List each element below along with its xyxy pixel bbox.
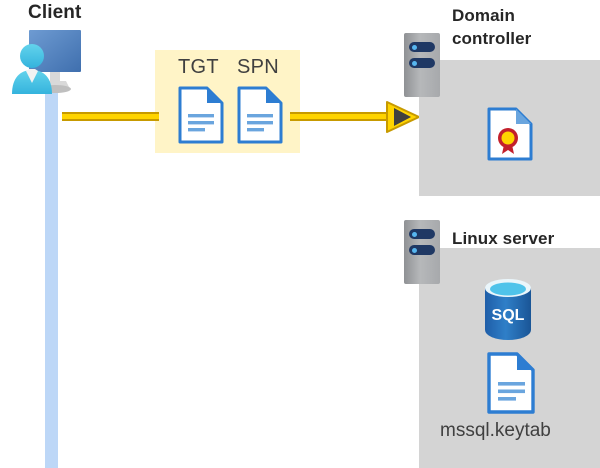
client-lifeline <box>45 88 58 468</box>
server-slot-icon <box>409 229 435 239</box>
linux-server-label: Linux server <box>452 229 555 248</box>
user-at-computer-icon <box>6 26 102 98</box>
spn-label: SPN <box>237 56 280 78</box>
arrow-head-icon <box>386 101 420 133</box>
certificate-document-icon <box>487 107 533 165</box>
client-label: Client <box>28 2 82 23</box>
document-icon <box>237 86 283 144</box>
server-tower-icon <box>404 220 440 284</box>
sql-database-icon: SQL <box>483 278 533 340</box>
tgt-label: TGT <box>178 56 219 78</box>
server-slot-icon <box>409 42 435 52</box>
server-slot-icon <box>409 58 435 68</box>
keytab-file-caption: mssql.keytab <box>440 420 551 441</box>
arrow-line-segment-left <box>62 112 159 121</box>
dc-label-line1: Domain <box>452 6 515 25</box>
dc-label-line2: controller <box>452 29 532 48</box>
domain-controller-label: Domain controller <box>452 4 592 50</box>
arrow-line-segment-right <box>290 112 390 121</box>
sql-text: SQL <box>492 307 525 324</box>
document-icon <box>487 352 535 414</box>
server-tower-icon <box>404 33 440 97</box>
document-icon <box>178 86 224 144</box>
server-slot-icon <box>409 245 435 255</box>
